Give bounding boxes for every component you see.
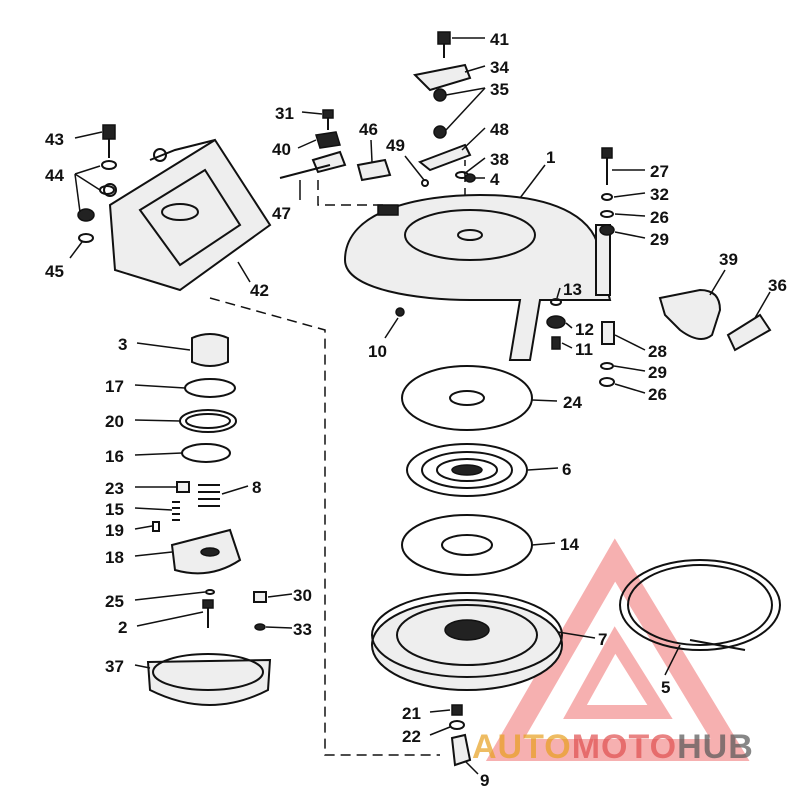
label-25: 25 [105,592,124,611]
label-46: 46 [359,120,378,139]
label-8: 8 [252,478,261,497]
watermark-hub: HUB [677,728,754,766]
part-top-small [279,31,476,187]
label-9: 9 [480,771,489,790]
label-43: 43 [45,130,64,149]
label-35: 35 [490,80,509,99]
label-31: 31 [275,104,294,123]
part-rope [619,559,781,651]
label-27: 27 [650,162,669,181]
label-14: 14 [560,535,579,554]
label-23: 23 [105,479,124,498]
part-bolts-right [395,147,615,387]
label-3: 3 [118,335,127,354]
label-4: 4 [490,170,500,189]
part-bottom-small [449,704,472,767]
label-11: 11 [575,340,593,359]
label-12: 12 [575,320,594,339]
label-13: 13 [563,280,582,299]
label-47: 47 [272,204,291,223]
label-49: 49 [386,136,405,155]
label-33: 33 [293,620,312,639]
label-40: 40 [272,140,291,159]
label-26b: 26 [648,385,667,404]
label-48: 48 [490,120,509,139]
part-bolts-left [77,124,117,243]
label-32: 32 [650,185,669,204]
label-10: 10 [368,342,387,361]
label-41: 41 [490,30,509,49]
label-44: 44 [45,166,64,185]
label-38: 38 [490,150,509,169]
label-45: 45 [45,262,64,281]
watermark-text: AUTOMOTOHUB [472,728,754,766]
label-30: 30 [293,586,312,605]
label-42: 42 [250,281,269,300]
label-29: 29 [650,230,669,249]
label-37: 37 [105,657,124,676]
leader-lines [69,37,771,775]
label-29b: 29 [648,363,667,382]
label-18: 18 [105,548,124,567]
label-28: 28 [648,342,667,361]
label-17: 17 [105,377,124,396]
label-2: 2 [118,618,127,637]
label-20: 20 [105,412,124,431]
part-pulley [371,592,563,691]
label-15: 15 [105,500,124,519]
label-24: 24 [563,393,582,412]
label-34: 34 [490,58,509,77]
label-7: 7 [598,630,607,649]
label-39: 39 [719,250,738,269]
part-handle [658,288,772,352]
label-19: 19 [105,521,124,540]
watermark-auto: AUTO [472,728,572,766]
label-21: 21 [402,704,421,723]
label-22: 22 [402,727,421,746]
label-1: 1 [546,148,555,167]
part-starter-housing [343,193,612,361]
part-disks [401,365,533,576]
label-6: 6 [562,460,571,479]
part-labels: 41 34 35 31 46 48 43 40 49 1 38 27 44 4 … [45,30,787,790]
label-16: 16 [105,447,124,466]
label-26: 26 [650,208,669,227]
label-36: 36 [768,276,787,295]
part-housing [103,138,272,292]
part-left-stack [146,333,272,706]
watermark-moto: MOTO [572,728,677,766]
label-5: 5 [661,678,670,697]
